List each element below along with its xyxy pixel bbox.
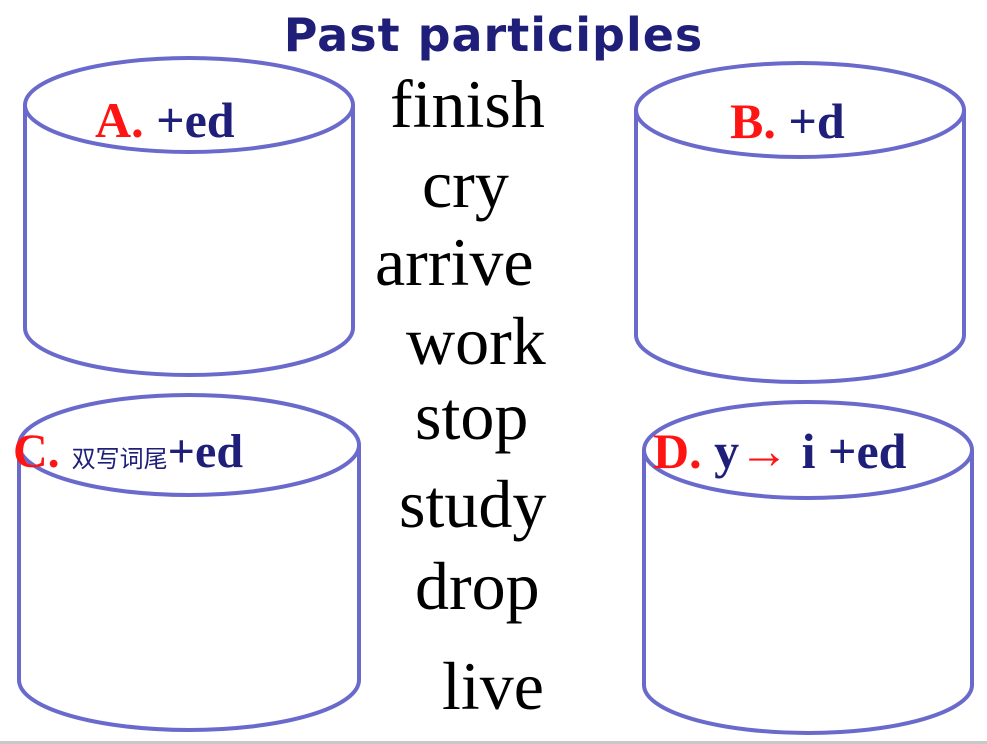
bucket-a-letter: A. bbox=[95, 92, 144, 148]
bucket-a-outline bbox=[23, 56, 355, 377]
bucket-c-chinese: 双写词尾 bbox=[71, 445, 168, 473]
word-arrive[interactable]: arrive bbox=[375, 224, 534, 300]
bucket-b-rule: +d bbox=[788, 93, 845, 149]
bucket-a-rule: +ed bbox=[156, 92, 235, 148]
bucket-a-label: A. +ed bbox=[95, 95, 235, 145]
bucket-c-label: C. 双写词尾+ed bbox=[13, 428, 243, 476]
bucket-b-outline bbox=[634, 61, 966, 384]
word-stop[interactable]: stop bbox=[415, 378, 529, 454]
right-arrow-icon: → bbox=[739, 423, 790, 479]
bucket-c-outline bbox=[17, 393, 361, 732]
bucket-b-label: B. +d bbox=[730, 96, 845, 146]
word-cry[interactable]: cry bbox=[422, 146, 509, 222]
page-title: Past participles bbox=[283, 8, 704, 62]
word-work[interactable]: work bbox=[406, 303, 546, 379]
bucket-d-outline bbox=[642, 400, 974, 735]
bucket-d-label: D. y→ i +ed bbox=[653, 426, 907, 476]
bottom-divider bbox=[0, 741, 987, 744]
bucket-b-letter: B. bbox=[730, 93, 776, 149]
bucket-d-letter: D. bbox=[653, 423, 702, 479]
word-live[interactable]: live bbox=[442, 648, 544, 724]
bucket-c-rule: +ed bbox=[167, 425, 244, 478]
bucket-d-from: y bbox=[714, 423, 740, 479]
bucket-d-to: i +ed bbox=[801, 423, 907, 479]
bucket-c-letter: C. bbox=[13, 425, 60, 478]
word-study[interactable]: study bbox=[399, 466, 547, 542]
word-drop[interactable]: drop bbox=[415, 548, 540, 624]
word-finish[interactable]: finish bbox=[390, 66, 545, 142]
